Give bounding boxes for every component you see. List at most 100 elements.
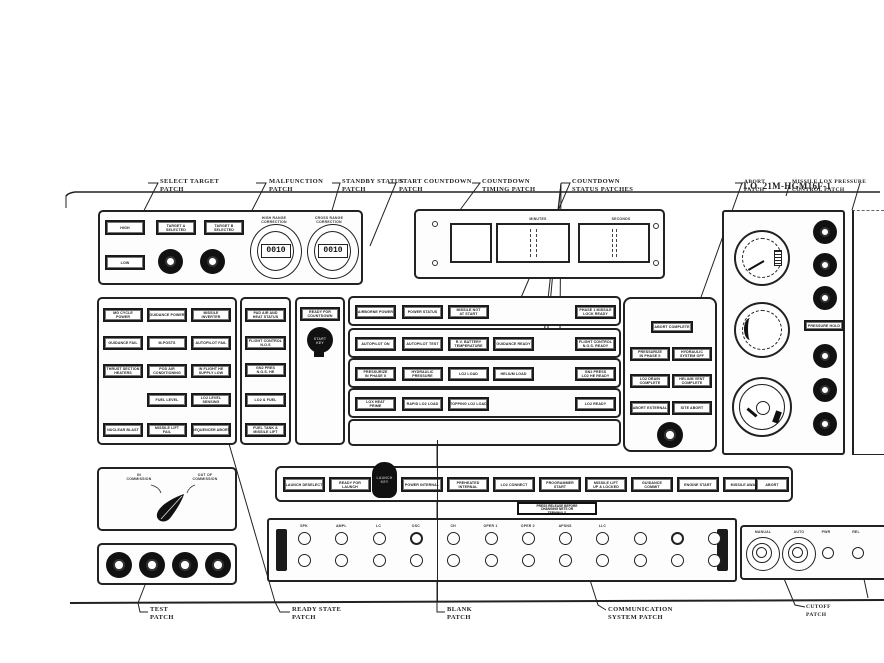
low-button[interactable]: LOW	[105, 255, 145, 270]
target-b-selected-button[interactable]: TARGET B SELECTED	[204, 220, 244, 235]
standby-button-4[interactable]: LO2 & FUEL	[245, 393, 286, 407]
status-ready-button[interactable]: FLIGHT CONTROL N.O.S. READY	[575, 337, 616, 351]
pressure-hold-indicator[interactable]: PRESSURE HOLD	[804, 320, 844, 331]
malfunction-button-11[interactable]: LO2 LEVEL SENSING	[191, 393, 231, 407]
abort-button-6[interactable]: SITE ABORT	[672, 401, 712, 415]
comm-indicator-light[interactable]	[447, 554, 461, 567]
target-jack-b[interactable]	[200, 249, 225, 274]
malfunction-button-14[interactable]: SEQUENCER ABORT	[191, 423, 231, 437]
launch-key-switch[interactable]: LAUNCH KEY	[372, 462, 397, 498]
comm-key-switch[interactable]	[409, 532, 423, 545]
status-button[interactable]: PRESSURIZE IN PHASE II	[355, 367, 396, 381]
comm-handle-right[interactable]	[717, 529, 728, 571]
launch-button-6[interactable]: PROGRAMMER START	[539, 477, 581, 492]
comm-handle-left[interactable]	[276, 529, 287, 571]
launch-button-9[interactable]: ENGINE START	[677, 477, 719, 492]
comm-key-switch[interactable]	[671, 532, 684, 545]
test-jack-3[interactable]	[172, 552, 198, 578]
cutoff-jack-1[interactable]	[822, 547, 834, 559]
comm-key-switch[interactable]	[559, 532, 573, 545]
status-button[interactable]: HELIUM LOAD	[493, 367, 534, 381]
high-range-counter-dial[interactable]: 0010	[250, 224, 302, 279]
status-ready-button[interactable]: PHASE 1 MISSILE LOCK READY	[575, 305, 616, 319]
status-ready-button[interactable]: LO2 READY	[575, 397, 616, 411]
comm-indicator-light[interactable]	[559, 554, 573, 567]
malfunction-button-1[interactable]: MG CYCLE POWER	[103, 308, 143, 322]
status-button[interactable]: RAPID LO2 LOAD	[402, 397, 443, 411]
high-button[interactable]: HIGH	[105, 220, 145, 235]
status-button[interactable]: AUTOPILOT ON	[355, 337, 396, 351]
comm-indicator-light[interactable]	[372, 554, 386, 567]
comm-key-switch[interactable]	[298, 532, 311, 545]
target-jack-a[interactable]	[158, 249, 183, 274]
status-button[interactable]: R.V. BATTERY TEMPERATURE	[448, 337, 489, 351]
malfunction-button-7[interactable]: THRUST SECTION HEATERS	[103, 364, 143, 378]
abort-switch[interactable]	[657, 422, 683, 448]
standby-button-5[interactable]: FUEL TANK & MISSILE LIFT	[245, 423, 286, 437]
comm-key-switch[interactable]	[372, 532, 386, 545]
lox-control-jack-4[interactable]	[813, 344, 837, 368]
launch-button-1[interactable]: LAUNCH DESELECT	[283, 477, 325, 492]
launch-button-4[interactable]: PREHEATED INTERNAL	[447, 477, 489, 492]
standby-button-2[interactable]: FLIGHT CONTROL N.O.S	[245, 336, 286, 350]
comm-indicator-light[interactable]	[671, 554, 684, 567]
status-button[interactable]: MISSILE NOT AT START	[448, 305, 489, 319]
malfunction-button-9[interactable]: IN FLIGHT HE SUPPLY LOW	[191, 364, 231, 378]
manual-cutoff-switch[interactable]	[746, 537, 780, 571]
test-jack-1[interactable]	[106, 552, 132, 578]
test-jack-2[interactable]	[139, 552, 165, 578]
lox-control-jack-1[interactable]	[813, 220, 837, 244]
malfunction-button-2[interactable]: GUIDANCE POWER	[147, 308, 187, 322]
comm-indicator-light[interactable]	[484, 554, 498, 567]
cutoff-jack-2[interactable]	[852, 547, 864, 559]
comm-key-switch[interactable]	[484, 532, 498, 545]
standby-button-1[interactable]: PAD AIR AND HEAT STATUS	[245, 308, 286, 322]
status-button[interactable]: LO2 LOAD	[448, 367, 489, 381]
lox-control-jack-3[interactable]	[813, 286, 837, 310]
comm-indicator-light[interactable]	[633, 554, 647, 567]
comm-indicator-light[interactable]	[708, 554, 722, 567]
comm-key-switch[interactable]	[447, 532, 461, 545]
abort-button-2[interactable]: HYDRAULIC SYSTEM OFF	[672, 347, 712, 361]
status-button[interactable]: LOX HEAT PRIME	[355, 397, 396, 411]
ready-for-countdown-button[interactable]: READY FOR COUNTDOWN	[300, 307, 340, 321]
abort-button-1[interactable]: PRESSURIZE IN PHASE II	[630, 347, 670, 361]
comm-indicator-light[interactable]	[335, 554, 349, 567]
launch-button-3[interactable]: POWER INTERNAL	[401, 477, 443, 492]
status-button[interactable]: HYDRAULIC PRESSURE	[402, 367, 443, 381]
auto-cutoff-switch[interactable]	[782, 537, 816, 571]
launch-button-2[interactable]: READY FOR LAUNCH	[329, 477, 371, 492]
comm-key-switch[interactable]	[521, 532, 535, 545]
malfunction-button-5[interactable]: M-POSTS	[147, 336, 187, 350]
status-ready-button[interactable]: GN2 PRESS LO2 HE READY	[575, 367, 616, 381]
malfunction-button-13[interactable]: MISSILE LIFT FAIL	[147, 423, 187, 437]
target-a-selected-button[interactable]: TARGET A SELECTED	[156, 220, 196, 235]
lox-control-jack-5[interactable]	[813, 378, 837, 402]
ready-state-selector-switch[interactable]	[99, 469, 239, 533]
malfunction-button-3[interactable]: MISSILE INVERTER	[191, 308, 231, 322]
abort-button-5[interactable]: ABORT EXTERNAL	[630, 401, 670, 415]
malfunction-button-10[interactable]: FUEL LEVEL	[147, 393, 187, 407]
lox-control-jack-6[interactable]	[813, 412, 837, 436]
launch-button-8[interactable]: GUIDANCE COMMIT	[631, 477, 673, 492]
abort-button-3[interactable]: LO2 DRAIN COMPLETE	[630, 374, 670, 388]
lox-control-jack-2[interactable]	[813, 253, 837, 277]
comm-indicator-light[interactable]	[596, 554, 610, 567]
status-button[interactable]: AUTOPILOT TEST	[402, 337, 443, 351]
launch-button-7[interactable]: MISSILE LIFT UP & LOCKED	[585, 477, 627, 492]
comm-indicator-light[interactable]	[298, 554, 311, 567]
comm-key-switch[interactable]	[596, 532, 610, 545]
comm-key-switch[interactable]	[708, 532, 722, 545]
comm-key-switch[interactable]	[633, 532, 647, 545]
malfunction-button-6[interactable]: AUTOPILOT FAIL	[191, 336, 231, 350]
status-button[interactable]: TOPPING LO2 LOAD	[448, 397, 489, 411]
malfunction-button-8[interactable]: POD AIR CONDITIONING	[147, 364, 187, 378]
launch-button-5[interactable]: LO2 CONNECT	[493, 477, 535, 492]
abort-button-4[interactable]: HELIUM VENT COMPLETE	[672, 374, 712, 388]
comm-indicator-light[interactable]	[521, 554, 535, 567]
status-button[interactable]: POWER STATUS	[402, 305, 443, 319]
standby-button-3[interactable]: GN2 PRES N.O.S. HE	[245, 363, 286, 377]
test-jack-4[interactable]	[205, 552, 231, 578]
malfunction-button-12[interactable]: NUCLEAR BLAST	[103, 423, 143, 437]
malfunction-button-4[interactable]: GUIDANCE FAIL	[103, 336, 143, 350]
